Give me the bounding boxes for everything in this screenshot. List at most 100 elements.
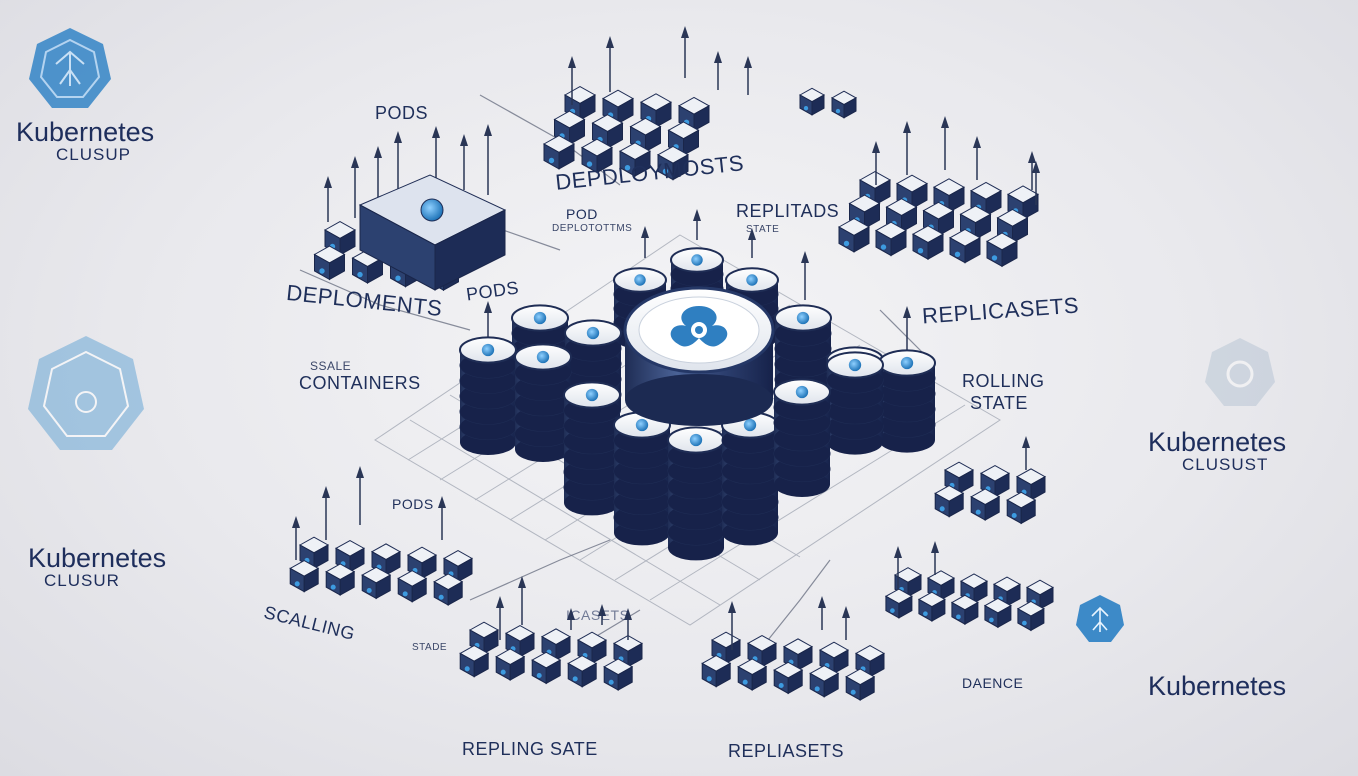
node-cube [809, 665, 840, 698]
arrow-icon [693, 209, 701, 240]
label-state-right: STATE [970, 393, 1028, 413]
label-deployments-small: DEPLOTOTTMS [552, 223, 633, 234]
arrow-icon [484, 301, 492, 338]
datacenter-building [358, 174, 507, 291]
node-cube [992, 576, 1022, 607]
arrow-icon [641, 226, 649, 258]
kubernetes-logo-icon [670, 306, 728, 347]
label-repling-sate: REPLING SATE [462, 739, 598, 759]
node-cube [737, 658, 768, 691]
brand-title: Kubernetes [16, 117, 155, 147]
node-cube [710, 631, 742, 665]
arrow-icon [351, 156, 359, 218]
arrow-icon [714, 51, 722, 90]
arrow-icon [728, 601, 736, 650]
node-cube [934, 484, 965, 518]
node-cube [911, 225, 945, 260]
brand-subtitle: CLUSUP [56, 145, 131, 165]
arrow-icon [818, 596, 826, 630]
node-cube [782, 638, 814, 671]
node-cube [858, 171, 892, 206]
arrow-icon [931, 541, 939, 575]
arrow-icon [903, 121, 911, 175]
node-cube [1016, 600, 1045, 632]
arrow-icon [872, 141, 880, 185]
label-state-small: STATE [746, 224, 780, 235]
node-cube [818, 641, 850, 675]
database-stack-icon [667, 426, 725, 561]
brand-subtitle: CLUSUST [1182, 455, 1269, 475]
arrow-icon [903, 306, 911, 352]
node-cube [298, 536, 330, 570]
node-cube [656, 145, 690, 181]
node-cube [1006, 491, 1037, 525]
node-cube [996, 208, 1029, 244]
label-pod: POD [566, 206, 598, 222]
brand-title: Kubernetes [28, 543, 167, 573]
node-cube [531, 651, 562, 685]
arrow-icon [484, 124, 492, 195]
arrow-icon [1032, 161, 1040, 205]
label-daence: DAENCE [962, 675, 1024, 691]
arrow-icon [438, 496, 446, 540]
node-cube [943, 461, 975, 495]
kubernetes-logo-icon-topleft [29, 28, 111, 108]
node-cube [830, 90, 858, 119]
arrow-icon [567, 608, 575, 630]
node-cube [542, 135, 576, 170]
database-stack-icon [563, 381, 621, 516]
database-stack-icon [878, 349, 936, 453]
node-cube [361, 566, 392, 600]
arrow-icon [324, 176, 332, 222]
node-cube [618, 142, 652, 177]
arrow-icon [292, 516, 300, 560]
label-pods-top: PODS [375, 103, 429, 123]
database-stack-icon [826, 351, 884, 455]
node-cube [468, 621, 500, 655]
brand-title: Kubernetes [1148, 427, 1287, 457]
node-cube [553, 110, 586, 146]
node-cube [591, 114, 624, 149]
node-cube [917, 591, 946, 622]
node-cube [985, 232, 1019, 268]
node-cube [677, 96, 711, 132]
central-hub [623, 286, 775, 426]
database-stack-icon [721, 411, 779, 546]
node-cube [603, 658, 634, 691]
arrow-icon [598, 604, 606, 625]
node-cube [884, 588, 913, 619]
node-cube [325, 563, 356, 596]
node-cube [629, 117, 662, 153]
arrow-icon [322, 486, 330, 540]
arrow-icon [460, 134, 468, 190]
label-icasets: ICASETS [566, 607, 630, 623]
label-rolling: ROLLING [962, 371, 1045, 391]
node-cube [983, 597, 1012, 629]
label-scalable: SSALE [310, 359, 352, 373]
node-cube [845, 668, 876, 701]
arrow-icon [624, 608, 632, 640]
node-cube [950, 594, 979, 625]
arrow-icon [842, 606, 850, 640]
node-cube [773, 661, 804, 695]
arrow-icon [941, 116, 949, 170]
node-cube [701, 654, 732, 688]
brand-title: Kubernetes [1148, 671, 1287, 701]
arrow-icon [568, 56, 576, 105]
node-cube [442, 550, 474, 583]
node-cube [979, 464, 1011, 498]
arrow-icon [1028, 151, 1036, 190]
node-cube [397, 570, 428, 603]
node-cube [926, 570, 956, 601]
node-cube [433, 573, 464, 606]
node-cube [837, 218, 871, 253]
label-replitads: REPLITADS [736, 201, 840, 221]
node-cube [854, 645, 886, 678]
kubernetes-logo-icon-midleft [28, 336, 144, 450]
database-stack-icon [613, 411, 671, 546]
arrow-icon [518, 576, 526, 625]
node-cube [948, 228, 982, 264]
brand-mid-right: Kubernetes CLUSUST [1148, 428, 1286, 474]
node-cube [970, 488, 1001, 521]
